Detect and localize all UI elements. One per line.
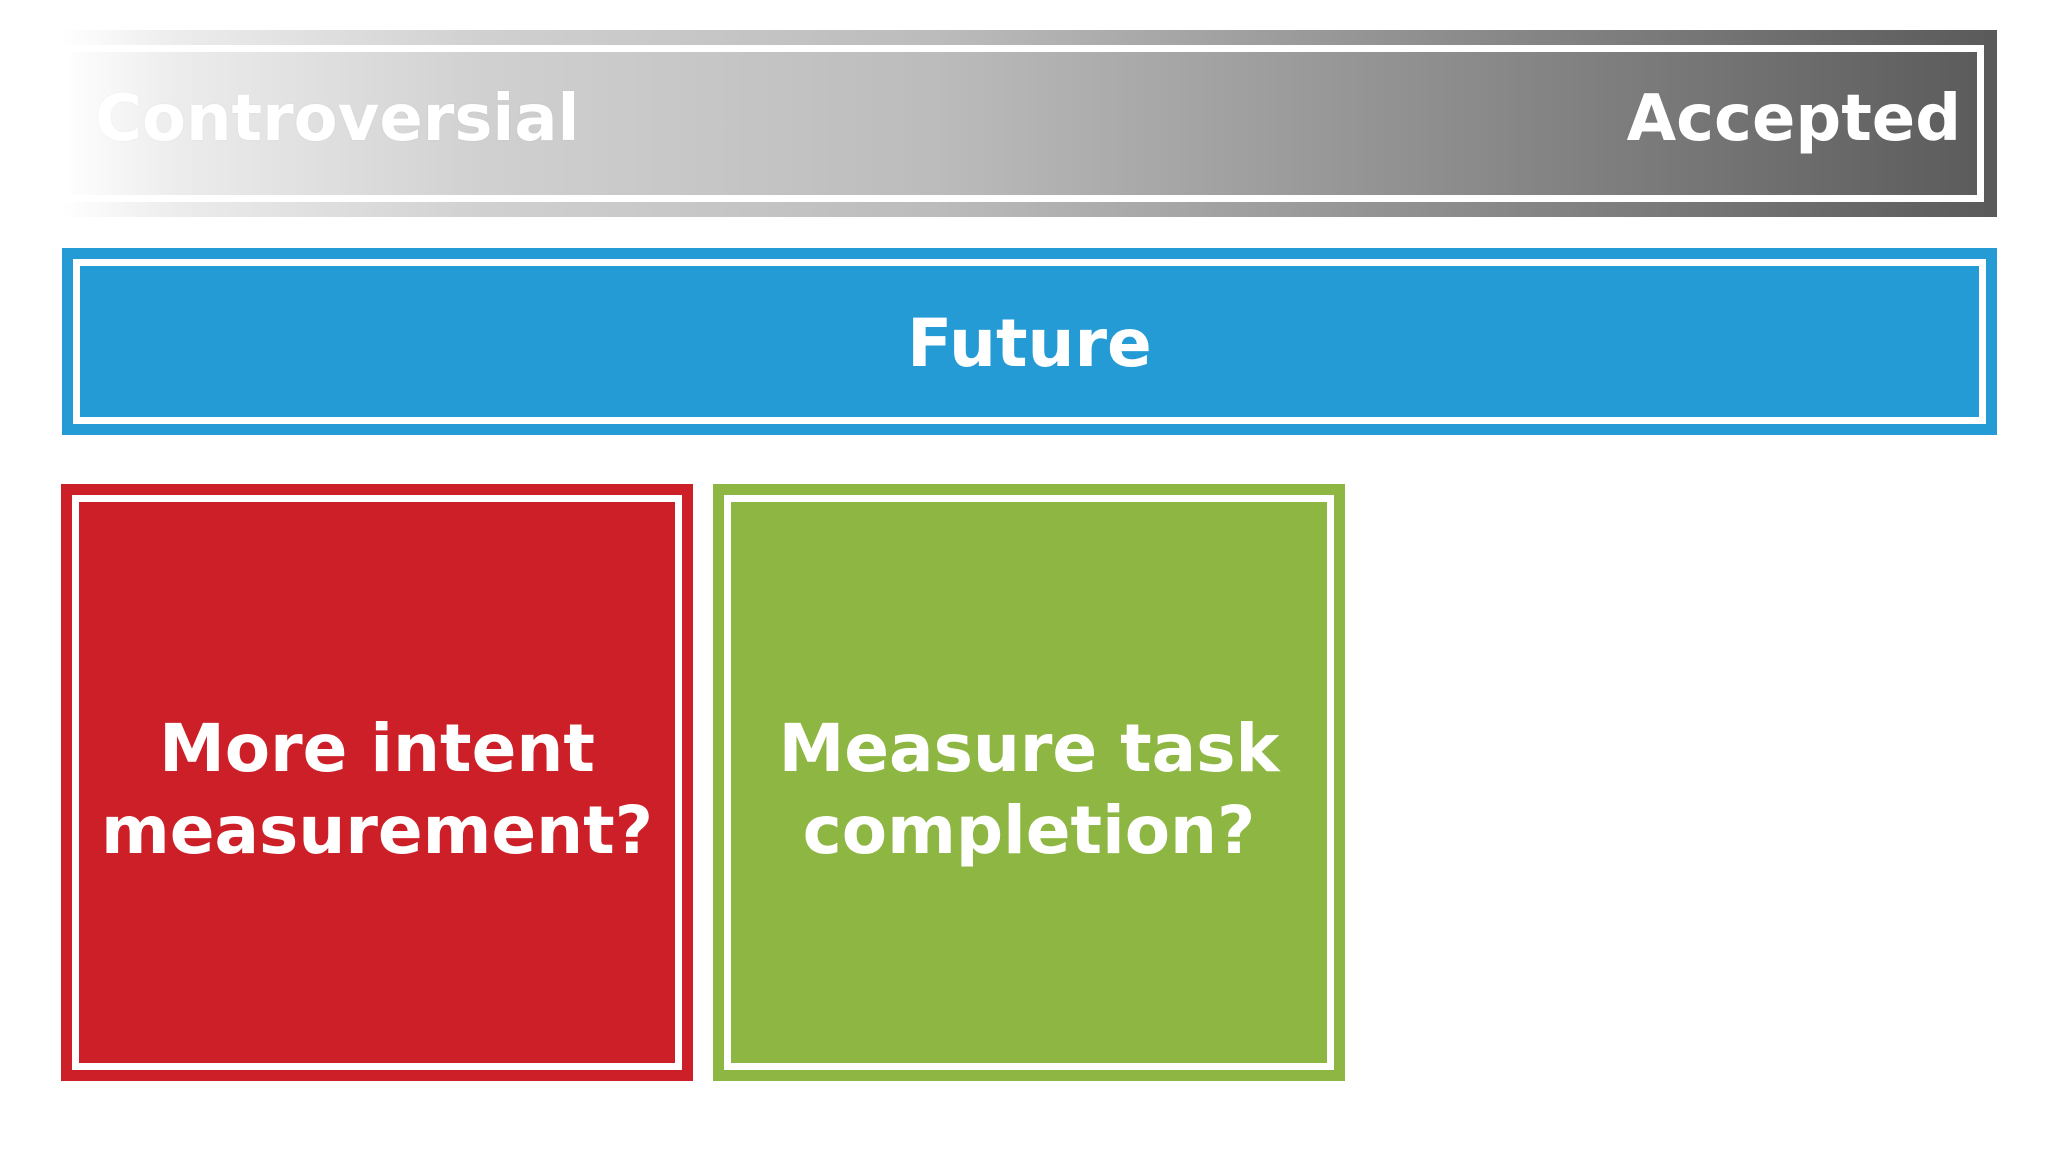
controversial-accepted-spectrum-bar: Controversial Accepted <box>62 30 1997 217</box>
spectrum-right-label: Accepted <box>1626 82 1961 156</box>
future-bar-inner-border <box>73 259 1986 424</box>
card-text-line: measurement? <box>100 792 653 869</box>
card-text: Measure task completion? <box>713 708 1345 872</box>
spectrum-bar-inner-border <box>62 45 1984 202</box>
future-bar: Future <box>62 248 1997 435</box>
card-inner-border <box>724 495 1334 1070</box>
card-inner-border <box>72 495 682 1070</box>
card-text-line: Measure task <box>778 710 1280 787</box>
future-label: Future <box>907 305 1152 382</box>
task-completion-card: Measure task completion? <box>713 484 1345 1081</box>
card-text-line: completion? <box>802 792 1256 869</box>
spectrum-left-label: Controversial <box>95 82 580 156</box>
card-text-line: More intent <box>159 710 595 787</box>
card-text: More intent measurement? <box>61 708 693 872</box>
intent-measurement-card: More intent measurement? <box>61 484 693 1081</box>
